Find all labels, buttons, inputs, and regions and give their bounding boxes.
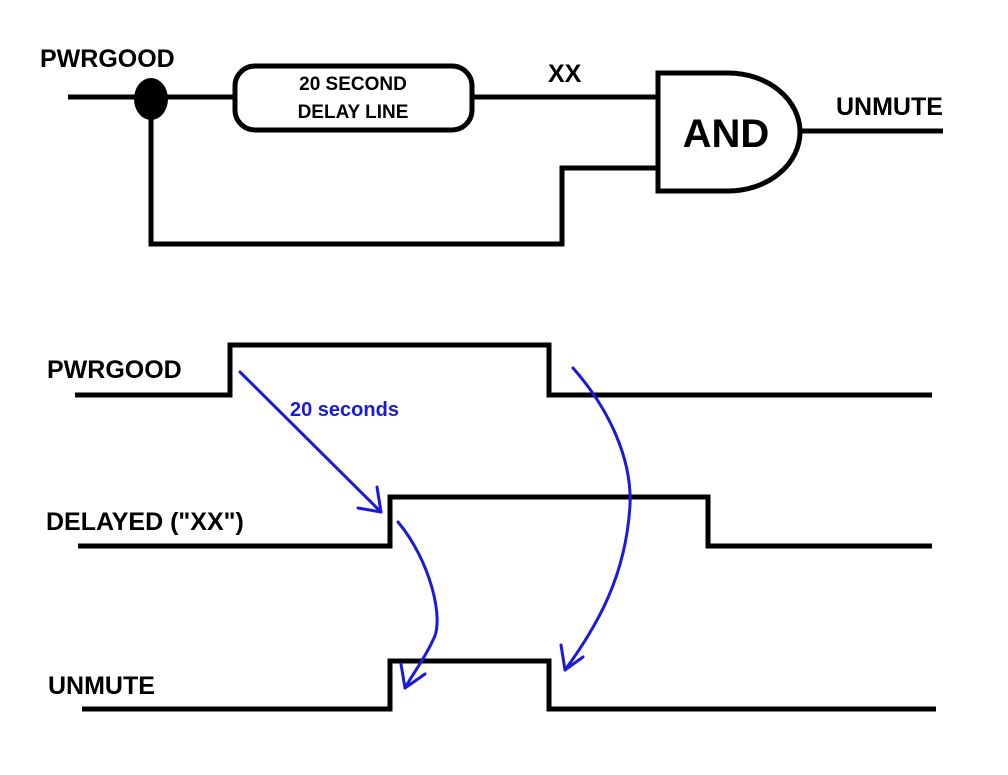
- pwrgood-waveform: [75, 342, 932, 398]
- delay-note: 20 seconds: [290, 399, 399, 421]
- schematic: 20 SECOND DELAY LINE AND PWRGOOD XX UNMU…: [40, 45, 943, 247]
- and-gate-label: AND: [683, 112, 770, 156]
- unmute-signal-label: UNMUTE: [48, 672, 155, 700]
- input-label: PWRGOOD: [40, 45, 175, 73]
- arrow-pwrgood-to-delayed: [238, 370, 383, 514]
- delay-line-label-2: DELAY LINE: [298, 102, 409, 123]
- and-gate: [655, 70, 803, 194]
- arrow-delayed-to-unmute: [396, 520, 439, 690]
- delayed-signal-label: DELAYED ("XX"): [46, 508, 244, 536]
- causality-arrows: [238, 366, 632, 690]
- xx-label: XX: [548, 60, 582, 88]
- arrow-pwrgood-to-delayed-head: [356, 485, 383, 514]
- arrow-pwrgood-to-unmute: [563, 366, 632, 672]
- pwrgood-signal-label: PWRGOOD: [47, 356, 182, 384]
- delay-line-label-1: 20 SECOND: [299, 74, 407, 95]
- output-label: UNMUTE: [836, 93, 943, 121]
- unmute-waveform: [82, 658, 936, 712]
- timing-diagram: PWRGOOD DELAYED ("XX") UNMUTE 20 seconds: [46, 342, 936, 712]
- bypass-wire: [148, 99, 658, 247]
- arrow-pwrgood-to-unmute-head: [559, 643, 585, 672]
- arrow-delayed-to-unmute-head: [399, 662, 427, 690]
- delayed-waveform: [78, 494, 932, 549]
